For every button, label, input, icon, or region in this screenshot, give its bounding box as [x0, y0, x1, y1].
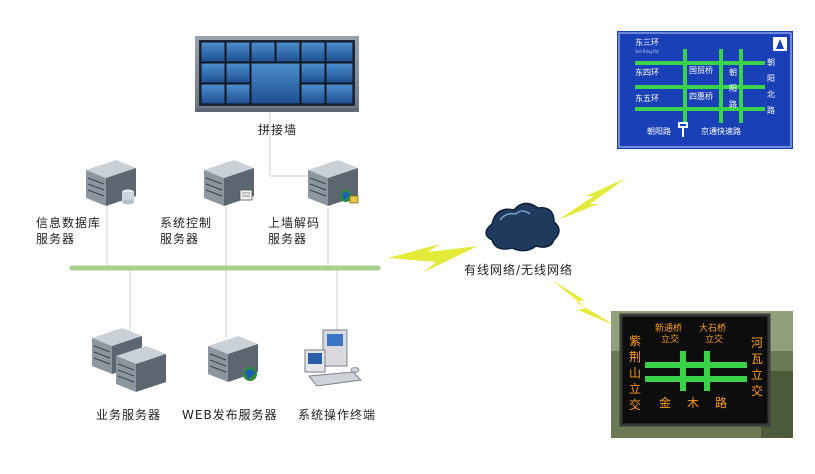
vroad-right-char-2: 北 [767, 90, 775, 99]
network-cloud-icon [485, 202, 560, 252]
led-bottom-char-2: 路 [715, 395, 727, 410]
video-wall-label: 拼接墙 [258, 123, 298, 137]
bridge-sihui-label: 四惠桥 [689, 91, 713, 101]
led-bottom-char-1: 木 [687, 396, 699, 410]
arrow-icon [678, 122, 688, 137]
ring-3-label: 东三环 [635, 37, 659, 47]
lightning-bolt-left-icon [388, 244, 478, 272]
led-bottom-char-0: 金 [659, 395, 671, 410]
database-server-icon [86, 160, 136, 206]
bottom-road-right-label: 京通快速路 [701, 126, 741, 136]
vroad-left-char-1: 阳 [729, 84, 737, 93]
vroad-right-char-1: 阳 [767, 74, 775, 83]
bottom-road-left-label: 朝阳路 [647, 126, 671, 136]
road-guide-sign: 东三环 东四环 东五环 国贸桥 四惠桥 朝 阳 路 朝 阳 北 路 朝阳路 京通… [617, 31, 793, 149]
video-wall-icon [195, 36, 359, 112]
led-left-char-3: 立 [629, 381, 641, 396]
control-server-icon [204, 160, 254, 206]
led-top-left-line-0: 新通桥 [655, 322, 682, 334]
business-server-label: 业务服务器 [96, 408, 162, 422]
led-top-right-line-0: 大石桥 [699, 322, 726, 334]
led-traffic-sign: 紫 荆 山 立 交 金 木 路 河 瓦 立 交 新通桥 立交 大石桥 立交 [611, 311, 793, 438]
decoder-server-label: 上墙解码 服务器 [268, 216, 321, 246]
bridge-guomao-label: 国贸桥 [689, 65, 713, 75]
led-left-char-2: 山 [629, 366, 641, 380]
led-left-char-1: 荆 [629, 350, 641, 364]
lightning-bolt-top-icon [558, 178, 625, 220]
web-server-icon [208, 336, 258, 382]
led-right-char-3: 交 [751, 383, 763, 398]
led-right-char-0: 河 [751, 336, 763, 350]
operator-terminal-icon [304, 329, 363, 387]
ring-3-sub-label: 3rd Ring Rd [635, 49, 659, 54]
network-label: 有线网络/无线网络 [464, 263, 574, 277]
vroad-right-char-3: 路 [767, 105, 775, 115]
database-server-label: 信息数据库 服务器 [36, 216, 102, 246]
operator-terminal-label: 系统操作终端 [298, 408, 377, 422]
led-top-right-line-1: 立交 [705, 333, 723, 345]
led-right-char-1: 瓦 [751, 352, 763, 366]
led-right-char-2: 立 [751, 367, 763, 382]
vroad-left-char-0: 朝 [729, 68, 737, 77]
vroad-left-char-2: 路 [729, 99, 737, 109]
web-server-label: WEB发布服务器 [182, 408, 278, 422]
business-server-icon [92, 328, 166, 392]
decoder-server-icon [308, 160, 359, 206]
control-server-label: 系统控制 服务器 [160, 216, 213, 246]
ring-4-label: 东四环 [635, 67, 659, 77]
vroad-right-char-0: 朝 [767, 58, 775, 67]
led-left-char-0: 紫 [629, 334, 641, 348]
led-top-left-line-1: 立交 [661, 333, 679, 345]
led-left-char-4: 交 [629, 397, 641, 412]
ring-5-label: 东五环 [635, 93, 659, 103]
lightning-bolt-bottom-icon [552, 280, 616, 326]
network-graphic [388, 178, 625, 326]
